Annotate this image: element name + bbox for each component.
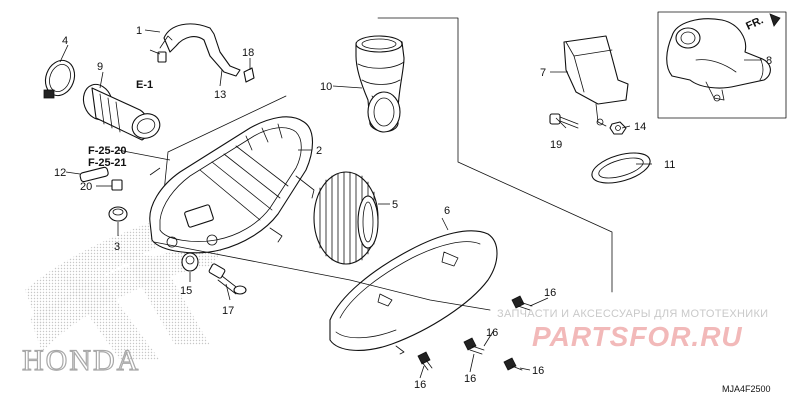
reference-e-1: E-1 [136,79,153,91]
part-19-bolt [549,113,579,129]
callout-6: 6 [444,205,450,217]
callout-20: 20 [80,181,92,193]
cover-guide-line [153,241,491,311]
part-9-connecting-tube [82,83,161,141]
callout-18: 18 [242,47,254,59]
part-2-air-cleaner-case [149,116,315,254]
part-18-clip [243,67,255,83]
part-15-rubber [181,252,199,272]
part-16-screw [511,295,533,311]
watermark-logo: PARTSFOR.RU [532,321,743,352]
callout-17: 17 [222,305,234,317]
callout-10: 10 [320,81,332,93]
part-16-screw [417,351,433,371]
callout-12: 12 [54,167,66,179]
callout-16: 16 [532,365,544,377]
callout-2: 2 [316,145,322,157]
diagram-code: MJA4F2500 [722,384,771,394]
part-6-cover [329,230,498,355]
leader-lines [59,29,762,379]
watermark-caption: ЗАПЧАСТИ И АКСЕССУАРЫ ДЛЯ МОТОТЕХНИКИ [497,308,768,320]
part-13-hose [157,23,241,77]
part-7-snorkel [563,35,629,127]
callout-19: 19 [550,139,562,151]
fr-inset: FR. [657,11,787,119]
callout-9: 9 [97,61,103,73]
callout-13: 13 [214,89,226,101]
part-12-tube [79,166,109,183]
callout-16: 16 [544,287,556,299]
reference-f-25-21: F-25-21 [88,157,127,169]
part-11-ring [591,152,651,184]
callout-11: 11 [664,159,675,171]
callout-16: 16 [414,379,426,391]
callout-1: 1 [136,25,142,37]
callout-14: 14 [634,121,646,133]
honda-wordmark: HONDA [22,344,140,377]
part-4-clamp [43,59,76,99]
part-5-filter-element [313,171,379,265]
callout-16: 16 [486,327,498,339]
callout-15: 15 [180,285,192,297]
callout-5: 5 [392,199,398,211]
part-3-grommet [108,206,128,222]
callout-8: 8 [766,55,772,67]
part-14-nut [609,121,627,135]
frame-line [377,17,613,293]
callout-4: 4 [62,35,68,47]
part-20-clip [111,179,123,191]
part-16-screw [503,357,523,371]
part-16-screw [463,337,485,355]
callout-3: 3 [114,241,120,253]
callout-7: 7 [540,67,546,79]
callout-16: 16 [464,373,476,385]
part-10-intake-duct [355,35,405,133]
reference-f-25-20: F-25-20 [88,145,127,157]
front-indicator: FR. [744,14,765,32]
